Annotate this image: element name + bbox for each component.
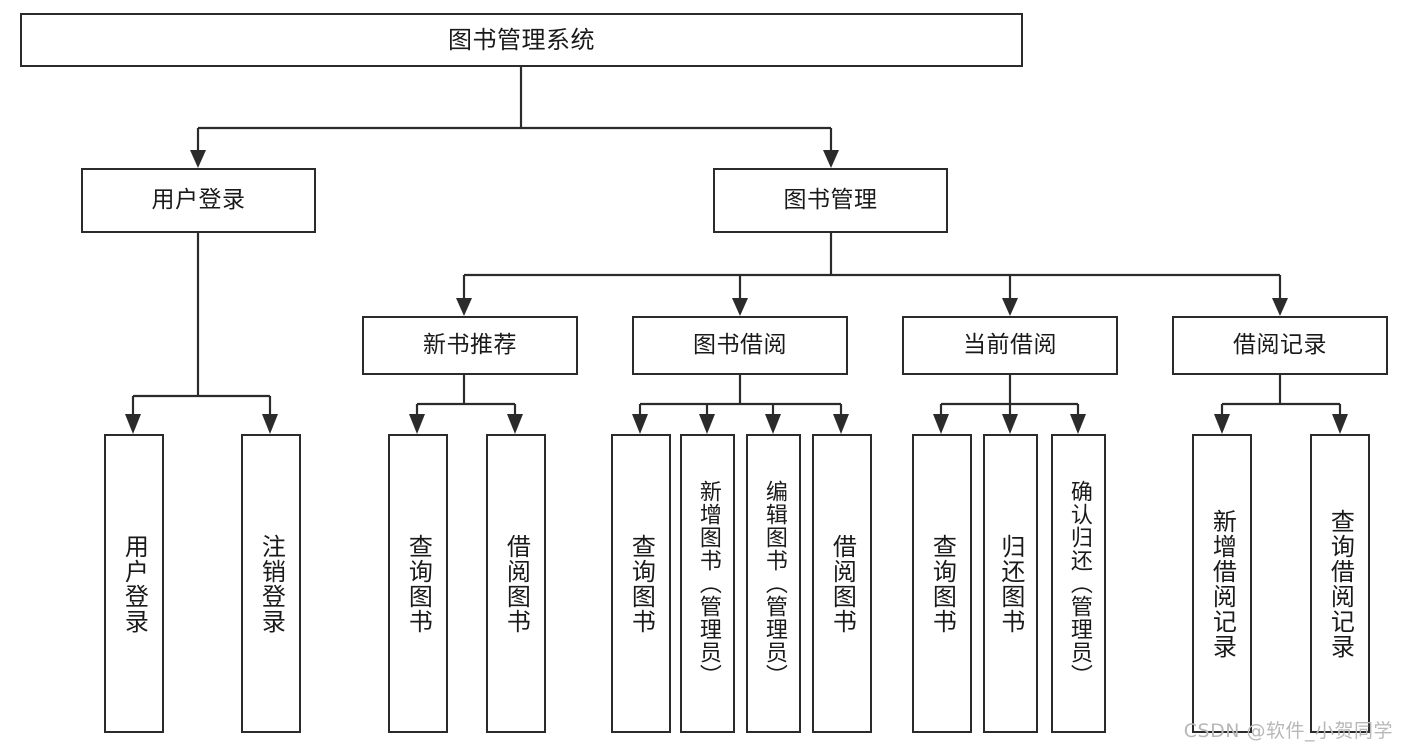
node-label: 编辑图书（管理员） [761, 480, 787, 687]
leaf-borrow-borrow-book[interactable]: 借阅图书 [812, 434, 872, 733]
leaf-user-login-signout[interactable]: 注销登录 [241, 434, 301, 733]
leaf-current-confirm-return-admin[interactable]: 确认归还（管理员） [1051, 434, 1106, 733]
node-root-system[interactable]: 图书管理系统 [20, 13, 1023, 67]
node-label: 图书管理 [783, 186, 878, 213]
watermark-text: CSDN @软件_小贺同学 [1183, 720, 1393, 742]
leaf-borrow-edit-book-admin[interactable]: 编辑图书（管理员） [746, 434, 801, 733]
node-label: 用户登录 [151, 186, 246, 213]
leaf-record-add-record[interactable]: 新增借阅记录 [1192, 434, 1252, 733]
node-current-borrow[interactable]: 当前借阅 [902, 316, 1118, 375]
node-borrow-record[interactable]: 借阅记录 [1172, 316, 1388, 375]
leaf-user-login-signin[interactable]: 用户登录 [104, 434, 164, 733]
node-label: 查询图书 [404, 533, 433, 634]
node-label: 新增借阅记录 [1208, 508, 1237, 659]
node-label: 新增图书（管理员） [695, 480, 721, 687]
leaf-recommend-borrow-book[interactable]: 借阅图书 [486, 434, 546, 733]
node-label: 新书推荐 [423, 331, 517, 358]
node-label: 归还图书 [996, 533, 1025, 634]
node-label: 图书管理系统 [448, 25, 595, 54]
node-label: 查询借阅记录 [1326, 508, 1355, 659]
node-label: 确认归还（管理员） [1066, 480, 1092, 687]
node-book-borrow[interactable]: 图书借阅 [632, 316, 848, 375]
node-label: 查询图书 [928, 533, 957, 634]
leaf-record-query-record[interactable]: 查询借阅记录 [1310, 434, 1370, 733]
node-label: 借阅图书 [502, 533, 531, 634]
node-label: 借阅图书 [828, 533, 857, 634]
node-book-management[interactable]: 图书管理 [713, 168, 948, 233]
leaf-borrow-query-book[interactable]: 查询图书 [611, 434, 671, 733]
node-label: 用户登录 [120, 533, 149, 634]
node-label: 注销登录 [257, 533, 286, 634]
node-label: 当前借阅 [963, 331, 1057, 358]
node-user-login[interactable]: 用户登录 [81, 168, 316, 233]
node-label: 借阅记录 [1233, 331, 1327, 358]
node-new-book-recommend[interactable]: 新书推荐 [362, 316, 578, 375]
node-label: 图书借阅 [693, 331, 787, 358]
node-label: 查询图书 [627, 533, 656, 634]
leaf-recommend-query-book[interactable]: 查询图书 [388, 434, 448, 733]
leaf-borrow-add-book-admin[interactable]: 新增图书（管理员） [680, 434, 735, 733]
leaf-current-return-book[interactable]: 归还图书 [983, 434, 1038, 733]
leaf-current-query-book[interactable]: 查询图书 [912, 434, 972, 733]
